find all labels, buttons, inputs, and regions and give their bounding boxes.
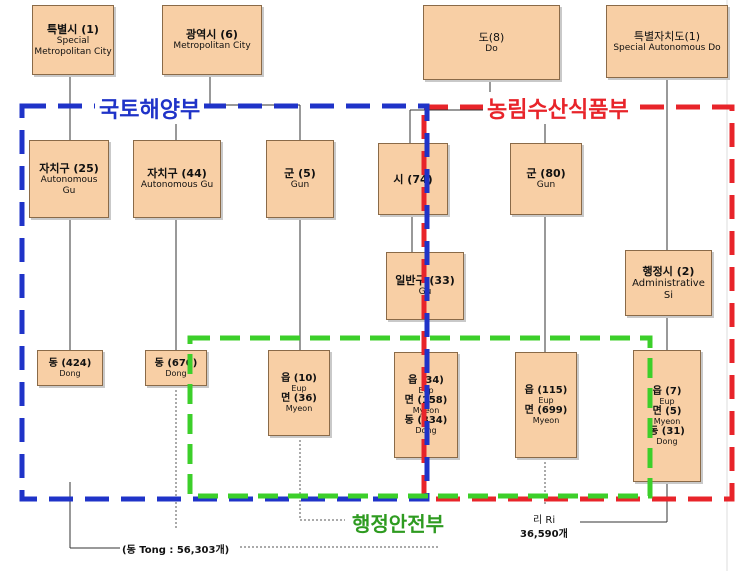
eup7-ko1: 읍 (7): [652, 386, 682, 397]
eup34-en2: Myeon: [412, 406, 440, 415]
eup10-en2: Myeon: [285, 404, 313, 413]
special-do-ko: 특별자치도(1): [633, 29, 701, 43]
admin-si-en1: Administrative: [632, 277, 705, 289]
gu44-box: 자치구 (44) Autonomous Gu: [133, 140, 221, 218]
tong-summary: (동 Tong : 56,303개): [122, 541, 230, 556]
ri-label: 리 Ri: [533, 511, 556, 526]
dong424-box: 동 (424) Dong: [37, 350, 103, 386]
ri-count: 36,590개: [520, 525, 568, 540]
do-box: 도(8) Do: [423, 5, 560, 80]
gun5-box: 군 (5) Gun: [266, 140, 334, 218]
gu44-en: Autonomous Gu: [140, 180, 214, 190]
gu25-box: 자치구 (25) Autonomous Gu: [29, 140, 109, 218]
eup7-ko2: 면 (5): [652, 406, 682, 417]
admin-si-box: 행정시 (2) Administrative Si: [625, 250, 712, 316]
eup115-en2: Myeon: [532, 416, 560, 425]
eup34-box: 읍 (34) Eup 면 (158) Myeon 동 (334) Dong: [394, 352, 458, 458]
gun80-ko: 군 (80): [526, 167, 566, 180]
eup7-en1: Eup: [659, 397, 675, 406]
ilban-gu-box: 일반구 (33) Gu: [386, 252, 464, 320]
eup10-ko2: 면 (36): [281, 393, 317, 404]
admin-si-en2: Si: [663, 289, 674, 301]
gu44-ko: 자치구 (44): [147, 167, 207, 180]
special-city-en: Special Metropolitan City: [34, 35, 112, 57]
eup34-en3: Dong: [415, 426, 437, 435]
eup115-box: 읍 (115) Eup 면 (699) Myeon: [515, 352, 577, 458]
metro-city-box: 광역시 (6) Metropolitan City: [162, 5, 262, 75]
eup34-ko1: 읍 (34): [408, 375, 444, 386]
do-ko: 도(8): [478, 30, 505, 44]
safety-ministry-label: 행정안전부: [348, 508, 448, 537]
eup10-box: 읍 (10) Eup 면 (36) Myeon: [268, 350, 330, 436]
gun80-en: Gun: [536, 180, 556, 190]
ilban-gu-en: Gu: [418, 287, 432, 297]
gu25-ko: 자치구 (25): [39, 161, 99, 175]
eup10-en1: Eup: [291, 384, 307, 393]
eup7-en2: Myeon: [653, 417, 681, 426]
special-city-ko: 특별시 (1): [47, 22, 99, 36]
do-en: Do: [485, 43, 498, 54]
eup7-ko3: 동 (31): [649, 426, 685, 437]
special-do-en: Special Autonomous Do: [613, 42, 721, 53]
special-city-box: 특별시 (1) Special Metropolitan City: [32, 5, 114, 75]
ilban-gu-ko: 일반구 (33): [395, 274, 455, 287]
dong424-ko: 동 (424): [48, 358, 92, 369]
si74-ko: 시 (74): [393, 172, 433, 186]
eup7-en3: Dong: [656, 437, 678, 446]
gu25-en1: Autonomous: [40, 174, 98, 185]
eup10-ko1: 읍 (10): [281, 373, 317, 384]
eup115-ko1: 읍 (115): [524, 385, 568, 396]
dong670-box: 동 (670) Dong: [145, 350, 207, 386]
dong424-en: Dong: [59, 369, 81, 378]
eup34-ko2: 면 (158): [404, 395, 448, 406]
gun80-box: 군 (80) Gun: [510, 143, 582, 215]
agri-ministry-label: 농림수산식품부: [483, 92, 633, 124]
gun5-ko: 군 (5): [284, 167, 316, 180]
metro-city-ko: 광역시 (6): [186, 28, 238, 41]
land-ministry-label: 국토해양부: [95, 92, 205, 124]
gun5-en: Gun: [290, 180, 310, 190]
eup115-en1: Eup: [538, 396, 554, 405]
si74-box: 시 (74): [378, 143, 448, 215]
dong670-ko: 동 (670): [154, 358, 198, 369]
metro-city-en: Metropolitan City: [173, 41, 251, 51]
dong670-en: Dong: [165, 369, 187, 378]
eup7-box: 읍 (7) Eup 면 (5) Myeon 동 (31) Dong: [633, 350, 701, 482]
eup34-en1: Eup: [418, 386, 434, 395]
eup115-ko2: 면 (699): [524, 405, 568, 416]
special-do-box: 특별자치도(1) Special Autonomous Do: [606, 5, 728, 78]
eup34-ko3: 동 (334): [404, 415, 448, 426]
admin-si-ko: 행정시 (2): [642, 264, 695, 278]
gu25-en2: Gu: [62, 185, 76, 196]
